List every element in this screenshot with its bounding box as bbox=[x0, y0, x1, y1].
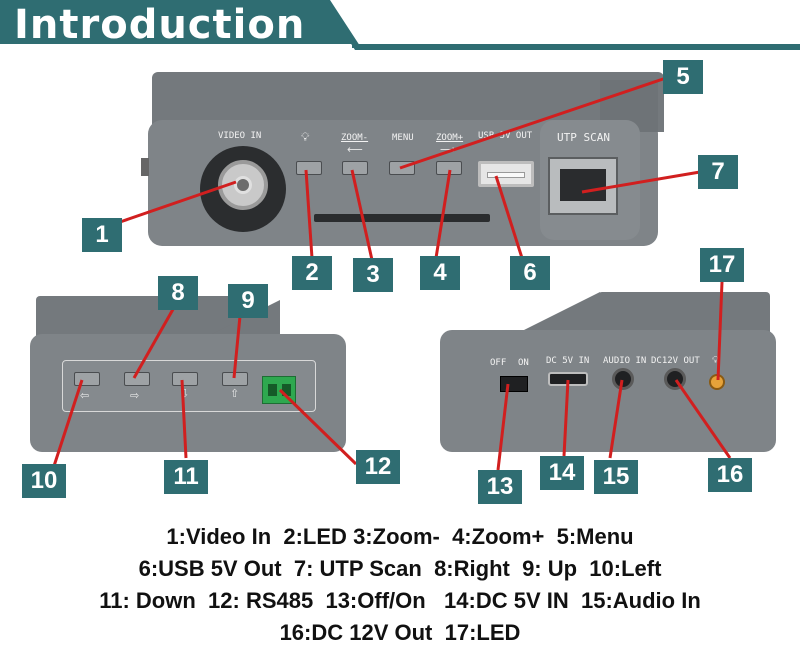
line-2 bbox=[304, 169, 314, 259]
arrow-left-icon: ⟵ bbox=[347, 143, 363, 156]
line-12 bbox=[278, 388, 358, 466]
line-11 bbox=[180, 379, 188, 459]
up-arrow-icon: ⇧ bbox=[230, 387, 240, 400]
callout-9: 9 bbox=[228, 284, 268, 318]
led-icon: 💡︎ bbox=[301, 130, 310, 144]
line-5 bbox=[399, 76, 667, 170]
zoom-minus-button[interactable] bbox=[342, 161, 368, 175]
line-14 bbox=[562, 379, 570, 457]
legend-item: 5:Menu bbox=[556, 524, 634, 549]
audio-label: AUDIO IN bbox=[603, 356, 647, 366]
off-label: OFF bbox=[490, 358, 507, 368]
callout-10: 10 bbox=[22, 464, 66, 498]
line-8 bbox=[132, 303, 178, 379]
line-1 bbox=[119, 180, 237, 224]
callout-16: 16 bbox=[708, 458, 752, 492]
legend-item: 6:USB 5V Out bbox=[138, 556, 282, 581]
legend-item: 1:Video In bbox=[166, 524, 272, 549]
legend-line-1: 1:Video In 2:LED 3:Zoom- 4:Zoom+ 5:Menu bbox=[0, 524, 800, 550]
zoom-minus-label: ZOOM- bbox=[341, 133, 369, 143]
usb-port bbox=[478, 161, 534, 187]
zoom-plus-label: ZOOM+ bbox=[436, 133, 464, 143]
legend-item: 11: Down bbox=[99, 588, 196, 613]
audio-port bbox=[612, 368, 634, 390]
legend-line-2: 6:USB 5V Out 7: UTP Scan 8:Right 9: Up 1… bbox=[0, 556, 800, 582]
line-9 bbox=[232, 315, 242, 379]
line-7 bbox=[581, 170, 701, 194]
callout-8: 8 bbox=[158, 276, 198, 310]
callout-12: 12 bbox=[356, 450, 400, 484]
legend-item: 14:DC 5V IN bbox=[444, 588, 569, 613]
utp-label: UTP SCAN bbox=[557, 131, 610, 144]
down-arrow-icon: ⇩ bbox=[180, 387, 190, 400]
line-10 bbox=[52, 379, 84, 467]
header-banner: Introduction bbox=[0, 0, 800, 52]
line-15 bbox=[608, 379, 624, 459]
callout-13: 13 bbox=[478, 470, 522, 504]
down-button[interactable] bbox=[172, 372, 198, 386]
callout-2: 2 bbox=[292, 256, 332, 290]
legend-item: 12: RS485 bbox=[208, 588, 314, 613]
header-background bbox=[0, 0, 800, 50]
callout-7: 7 bbox=[698, 155, 738, 189]
legend-item: 9: Up bbox=[522, 556, 578, 581]
line-16 bbox=[674, 379, 732, 459]
led-indicator-icon: 💡︎ bbox=[712, 355, 719, 366]
dc5v-label: DC 5V IN bbox=[546, 356, 590, 366]
legend-item: 10:Left bbox=[589, 556, 662, 581]
device-right-ramp bbox=[520, 292, 600, 332]
legend-item: 4:Zoom+ bbox=[452, 524, 545, 549]
dc12v-label: DC12V OUT bbox=[651, 356, 700, 366]
right-arrow-icon: ⇨ bbox=[130, 389, 140, 402]
menu-label: MENU bbox=[392, 133, 414, 143]
line-3 bbox=[350, 169, 374, 261]
callout-3: 3 bbox=[353, 258, 393, 292]
callout-5: 5 bbox=[663, 60, 703, 94]
legend-line-4: 16:DC 12V Out 17:LED bbox=[0, 620, 800, 646]
page-title: Introduction bbox=[14, 2, 306, 48]
bnc-connector-core bbox=[234, 176, 252, 194]
callout-14: 14 bbox=[540, 456, 584, 490]
legend-item: 13:Off/On bbox=[325, 588, 426, 613]
side-screw bbox=[141, 158, 149, 176]
line-13 bbox=[496, 383, 510, 471]
video-in-label: VIDEO IN bbox=[218, 131, 262, 141]
legend-item: 17:LED bbox=[444, 620, 521, 645]
legend-item: 16:DC 12V Out bbox=[279, 620, 433, 645]
line-17 bbox=[716, 281, 724, 381]
led-button[interactable] bbox=[296, 161, 322, 175]
card-slot bbox=[314, 214, 490, 222]
usb-label: USB 5V OUT bbox=[478, 131, 533, 141]
callout-6: 6 bbox=[510, 256, 550, 290]
legend-line-3: 11: Down 12: RS485 13:Off/On 14:DC 5V IN… bbox=[0, 588, 800, 614]
callout-1: 1 bbox=[82, 218, 122, 252]
legend-item: 15:Audio In bbox=[580, 588, 701, 613]
callout-15: 15 bbox=[594, 460, 638, 494]
on-label: ON bbox=[518, 358, 529, 368]
utp-port bbox=[548, 157, 618, 215]
legend-item: 7: UTP Scan bbox=[293, 556, 422, 581]
legend-item: 2:LED bbox=[283, 524, 347, 549]
line-4 bbox=[434, 169, 452, 259]
left-arrow-icon: ⇦ bbox=[80, 389, 90, 402]
callout-4: 4 bbox=[420, 256, 460, 290]
callout-11: 11 bbox=[164, 460, 208, 494]
callout-17: 17 bbox=[700, 248, 744, 282]
legend-item: 3:Zoom- bbox=[353, 524, 440, 549]
legend-item: 8:Right bbox=[434, 556, 510, 581]
line-6 bbox=[494, 175, 524, 259]
